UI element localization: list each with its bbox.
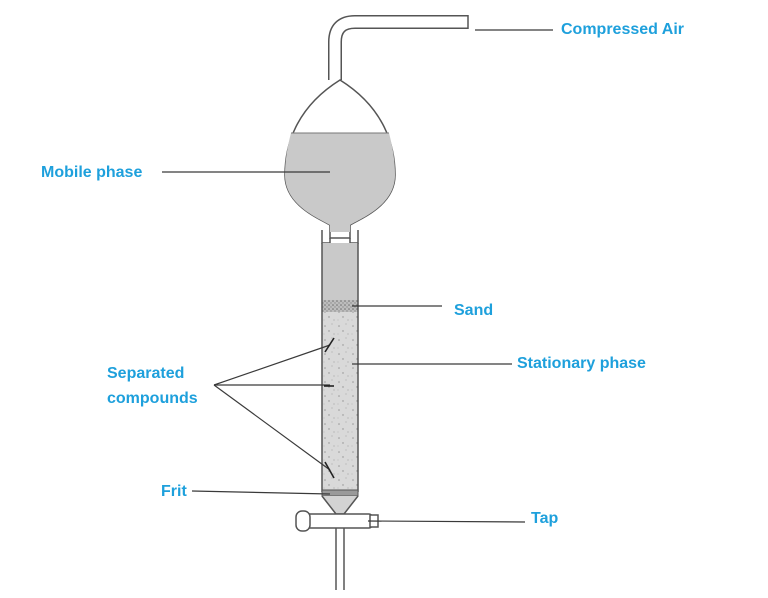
label-stationary-phase: Stationary phase — [517, 355, 646, 372]
label-compressed-air: Compressed Air — [561, 21, 684, 38]
leader-tap — [367, 520, 526, 523]
label-frit: Frit — [161, 483, 187, 500]
stationary-phase-bed — [322, 312, 358, 492]
label-separated-compounds-line2: compounds — [107, 390, 198, 407]
leader-compound-1 — [213, 344, 331, 386]
leader-lines — [162, 29, 553, 523]
leader-compound-3 — [213, 384, 331, 471]
solvent-reservoir — [284, 79, 396, 239]
compound-bands — [324, 337, 335, 479]
label-sand: Sand — [454, 302, 494, 319]
sand-layer — [322, 300, 358, 312]
leader-frit — [191, 490, 331, 495]
label-tap: Tap — [531, 510, 559, 527]
label-separated-compounds-line1: Separated — [107, 365, 185, 382]
stopcock-tap — [295, 510, 379, 590]
label-mobile-phase: Mobile phase — [41, 164, 143, 181]
chromatography-column — [321, 243, 359, 515]
frit — [321, 489, 359, 497]
air-inlet-tube — [328, 15, 469, 80]
